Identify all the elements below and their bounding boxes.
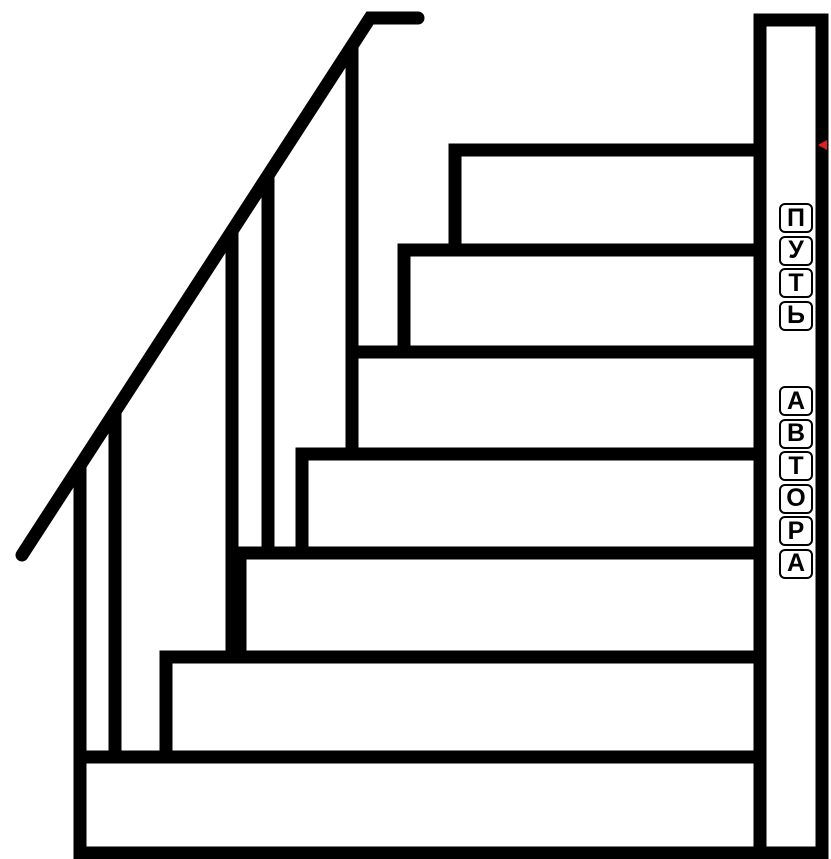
step-6 — [166, 657, 760, 757]
letter: А — [779, 386, 813, 416]
letter: В — [779, 419, 813, 449]
step-2 — [404, 250, 760, 349]
letter: Т — [779, 451, 813, 481]
vertical-label: П У Т Ь А В Т О Р А — [779, 203, 815, 581]
letter: Ь — [779, 301, 813, 331]
letter: О — [779, 484, 813, 514]
step-4 — [302, 454, 760, 548]
word-gap — [779, 333, 815, 386]
letter: П — [779, 203, 813, 233]
red-arrow-marker — [818, 140, 827, 150]
step-1 — [455, 150, 760, 242]
letter: У — [779, 236, 813, 266]
letter: А — [779, 549, 813, 579]
bottom-step — [80, 757, 760, 853]
letter: Р — [779, 516, 813, 546]
letter: Т — [779, 268, 813, 298]
